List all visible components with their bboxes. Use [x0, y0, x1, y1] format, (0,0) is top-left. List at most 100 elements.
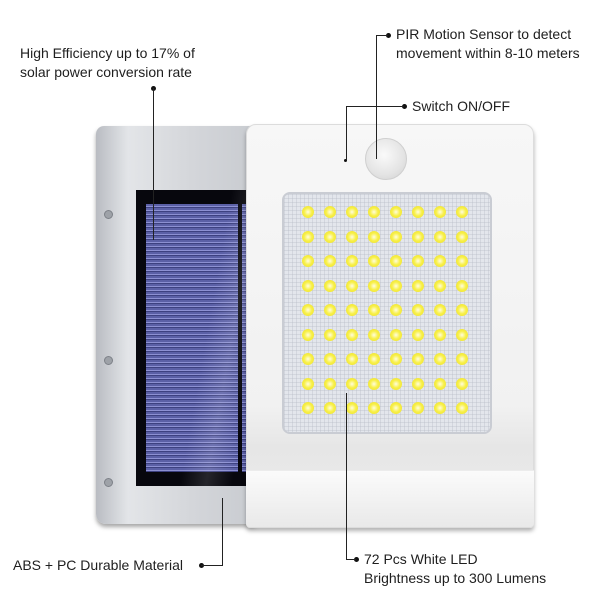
led-icon [324, 377, 336, 390]
led-icon [412, 206, 424, 218]
solar-panel [136, 190, 258, 486]
pir-line-2: movement within 8-10 meters [396, 45, 580, 61]
callout-dot [386, 33, 391, 38]
callout-line [346, 106, 404, 107]
led-icon [324, 304, 336, 316]
led-icon [302, 206, 314, 218]
led-icon [390, 304, 402, 316]
led-icon [456, 353, 468, 365]
callout-line [201, 565, 223, 566]
led-icon [368, 377, 380, 390]
led-icon [346, 328, 358, 341]
led-icon [346, 279, 358, 292]
led-grid [302, 206, 478, 427]
led-icon [456, 279, 468, 292]
led-icon [434, 328, 446, 341]
led-icon [390, 255, 402, 267]
led-icon [412, 353, 424, 365]
led-icon [390, 206, 402, 218]
led-icon [390, 328, 402, 341]
led-icon [324, 255, 336, 267]
led-icon [368, 206, 380, 218]
led-icon [412, 279, 424, 292]
led-icon [456, 230, 468, 243]
led-label: 72 Pcs White LED Brightness up to 300 Lu… [364, 550, 546, 588]
led-icon [346, 402, 358, 414]
led-icon [434, 402, 446, 414]
led-icon [346, 206, 358, 218]
led-icon [346, 304, 358, 316]
callout-line [346, 393, 347, 560]
callout-line [376, 35, 377, 159]
led-icon [390, 230, 402, 243]
led-icon [324, 230, 336, 243]
led-icon [368, 328, 380, 341]
callout-dot [354, 557, 359, 562]
led-icon [412, 230, 424, 243]
switch-hole [344, 159, 347, 162]
led-icon [434, 255, 446, 267]
led-icon [412, 255, 424, 267]
led-icon [302, 255, 314, 267]
led-icon [346, 353, 358, 365]
led-icon [456, 402, 468, 414]
led-icon [390, 402, 402, 414]
pir-line-1: PIR Motion Sensor to detect [396, 26, 572, 42]
callout-line [346, 106, 347, 160]
led-icon [302, 402, 314, 414]
led-icon [302, 377, 314, 390]
led-icon [368, 230, 380, 243]
efficiency-line-2: solar power conversion rate [20, 64, 192, 80]
callout-line [153, 88, 154, 240]
callout-line [346, 559, 356, 560]
led-icon [324, 279, 336, 292]
led-icon [368, 255, 380, 267]
led-icon [434, 353, 446, 365]
led-icon [324, 328, 336, 341]
led-icon [456, 255, 468, 267]
efficiency-label: High Efficiency up to 17% of solar power… [20, 44, 195, 82]
led-icon [302, 304, 314, 316]
led-icon [390, 377, 402, 390]
led-icon [434, 377, 446, 390]
led-icon [434, 206, 446, 218]
screw-icon [104, 356, 113, 365]
led-icon [324, 353, 336, 365]
pir-sensor-dome [365, 138, 407, 180]
led-icon [434, 230, 446, 243]
led-icon [456, 328, 468, 341]
led-icon [412, 377, 424, 390]
callout-dot [402, 104, 407, 109]
led-line-1: 72 Pcs White LED [364, 551, 478, 567]
led-icon [302, 353, 314, 365]
led-icon [456, 304, 468, 316]
led-panel [282, 192, 492, 434]
led-line-2: Brightness up to 300 Lumens [364, 570, 547, 586]
led-icon [346, 377, 358, 390]
led-icon [456, 377, 468, 390]
pir-sensor-label: PIR Motion Sensor to detect movement wit… [396, 25, 580, 63]
led-icon [412, 402, 424, 414]
led-icon [302, 230, 314, 243]
led-icon [412, 304, 424, 316]
led-icon [412, 328, 424, 341]
led-icon [368, 402, 380, 414]
led-icon [346, 230, 358, 243]
led-icon [368, 353, 380, 365]
housing-base [246, 470, 534, 527]
led-icon [346, 255, 358, 267]
led-icon [324, 206, 336, 218]
switch-label: Switch ON/OFF [412, 98, 511, 114]
callout-line [376, 35, 388, 36]
screw-icon [104, 478, 113, 487]
callout-line [222, 498, 223, 566]
led-icon [456, 206, 468, 218]
led-icon [390, 353, 402, 365]
led-icon [434, 304, 446, 316]
led-icon [368, 279, 380, 292]
led-icon [368, 304, 380, 316]
solar-cell-main [146, 204, 238, 472]
efficiency-line-1: High Efficiency up to 17% of [20, 45, 195, 61]
material-label: ABS + PC Durable Material [13, 557, 184, 573]
led-icon [324, 402, 336, 414]
